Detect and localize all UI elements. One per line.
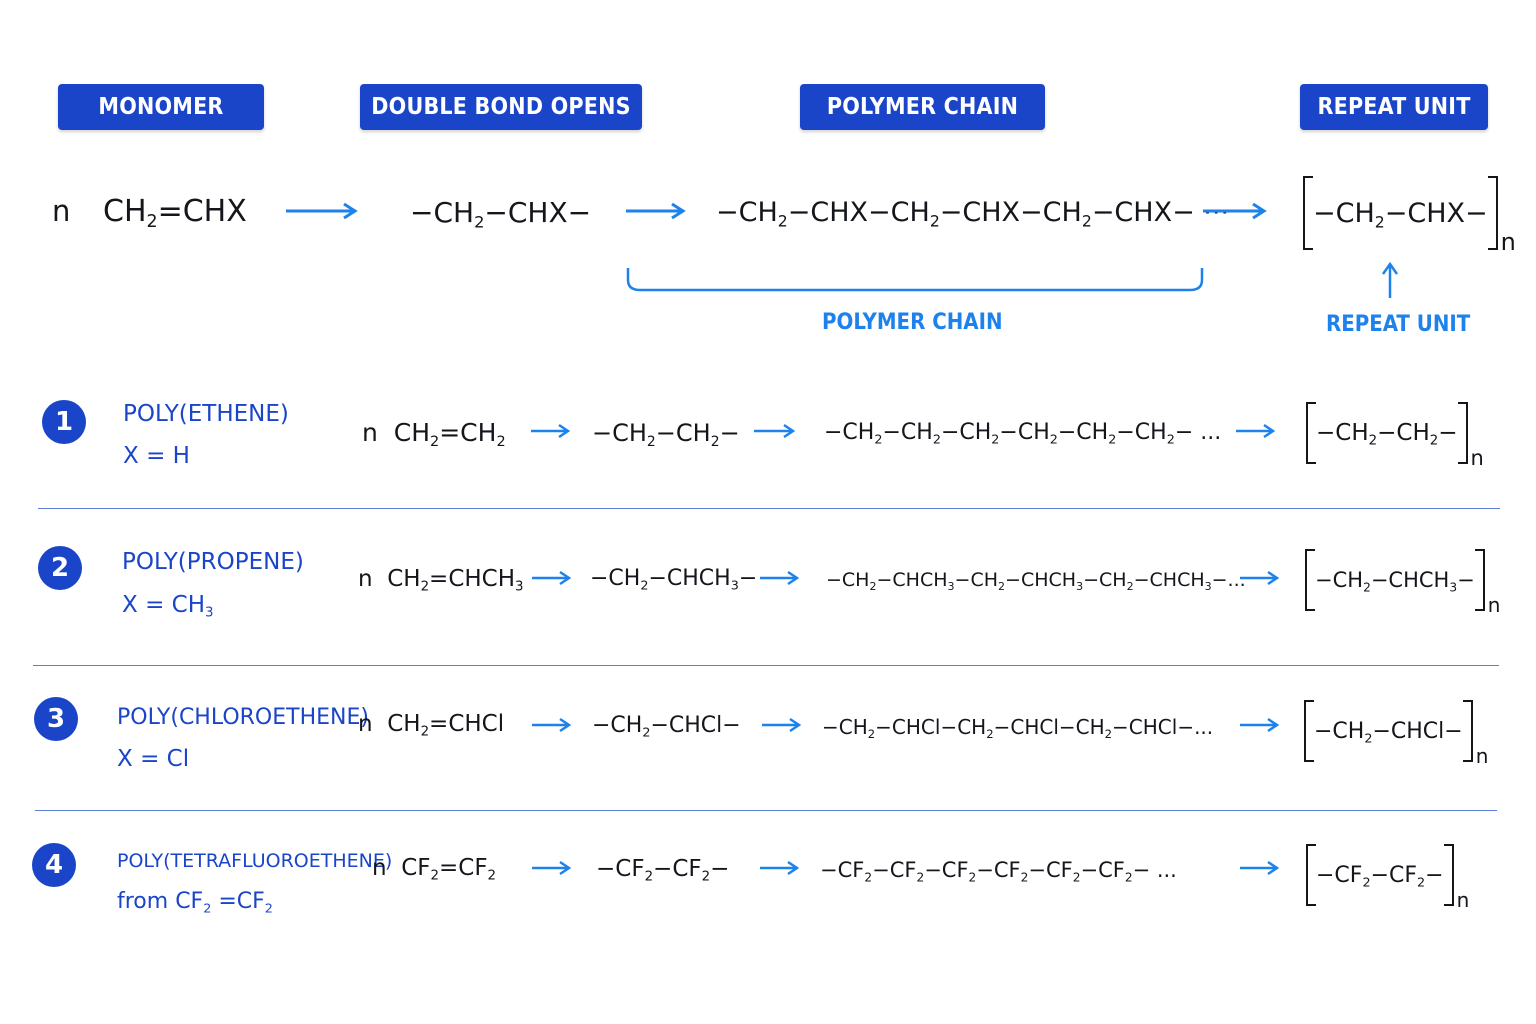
general-n-coefficient: n xyxy=(52,194,71,228)
general-polymer-chain-formula: −CH2−CHX−CH2−CHX−CH2−CHX− ··· xyxy=(716,197,1230,231)
ex1-monomer-formula: n CH2=CH2 xyxy=(362,418,506,451)
ex2-opened-unit-formula: −CH2−CHCH3− xyxy=(590,566,758,594)
right-bracket-icon xyxy=(1487,176,1498,250)
example-polymer-name: POLY(CHLOROETHENE) xyxy=(117,705,369,730)
example-number-badge: 3 xyxy=(34,697,78,741)
right-arrow-icon xyxy=(1240,860,1280,876)
general-repeat-unit-formula: −CH2−CHX− n xyxy=(1303,176,1516,256)
row-divider xyxy=(33,665,1499,666)
right-arrow-icon xyxy=(532,717,572,733)
right-bracket-icon xyxy=(1462,700,1473,762)
right-arrow-icon xyxy=(1203,202,1267,220)
right-arrow-icon xyxy=(760,570,800,586)
right-arrow-icon xyxy=(762,717,802,733)
right-bracket-icon xyxy=(1457,402,1468,464)
ex1-opened-unit-formula: −CH2−CH2− xyxy=(592,419,740,450)
left-bracket-icon xyxy=(1306,844,1316,906)
left-bracket-icon xyxy=(1304,700,1314,762)
general-opened-unit-formula: −CH2−CHX− xyxy=(410,196,592,232)
repeat-count-n: n xyxy=(1475,744,1489,768)
example-number-badge: 4 xyxy=(32,843,76,887)
brace-icon xyxy=(626,266,1206,300)
right-arrow-icon xyxy=(531,423,571,439)
header-repeat-unit: REPEAT UNIT xyxy=(1300,84,1488,130)
ex3-monomer-formula: n CH2=CHCl xyxy=(358,711,505,740)
right-arrow-icon xyxy=(532,570,572,586)
example-polymer-name: POLY(TETRAFLUOROETHENE) xyxy=(117,850,393,872)
right-arrow-icon xyxy=(1236,423,1276,439)
repeat-count-n: n xyxy=(1487,593,1501,617)
repeat-unit-label: REPEAT UNIT xyxy=(1326,312,1471,337)
right-arrow-icon xyxy=(286,202,358,220)
ex2-monomer-formula: n CH2=CHCH3 xyxy=(358,566,524,595)
left-bracket-icon xyxy=(1306,402,1316,464)
right-arrow-icon xyxy=(760,860,800,876)
left-bracket-icon xyxy=(1305,549,1315,611)
example-polymer-name: POLY(ETHENE) xyxy=(123,401,289,427)
example-substituent: X = Cl xyxy=(117,746,190,772)
header-monomer: MONOMER xyxy=(58,84,264,130)
repeat-count-n: n xyxy=(1456,888,1470,912)
ex4-opened-unit-formula: −CF2−CF2− xyxy=(596,856,730,885)
ex3-repeat-unit-formula: −CH2−CHCl− n xyxy=(1304,700,1488,768)
polymer-chain-label: POLYMER CHAIN xyxy=(822,310,1003,335)
ex2-repeat-unit-formula: −CH2−CHCH3− n xyxy=(1305,549,1500,617)
right-bracket-icon xyxy=(1443,844,1454,906)
right-arrow-icon xyxy=(1240,717,1280,733)
general-monomer-formula: CH2=CHX xyxy=(103,194,247,233)
example-substituent: X = CH3 xyxy=(122,592,214,621)
example-substituent: from CF2 =CF2 xyxy=(117,889,273,917)
ex1-repeat-unit-formula: −CH2−CH2− n xyxy=(1306,402,1484,470)
ex3-opened-unit-formula: −CH2−CHCl− xyxy=(592,713,741,741)
example-number-badge: 1 xyxy=(42,400,86,444)
example-substituent: X = H xyxy=(123,443,190,469)
right-arrow-icon xyxy=(532,860,572,876)
ex4-repeat-unit-formula: −CF2−CF2− n xyxy=(1306,844,1469,912)
right-bracket-icon xyxy=(1474,549,1485,611)
right-arrow-icon xyxy=(626,202,686,220)
row-divider xyxy=(35,810,1497,811)
ex4-polymer-chain-formula: −CF2−CF2−CF2−CF2−CF2−CF2− ... xyxy=(820,858,1177,885)
ex3-polymer-chain-formula: −CH2−CHCl−CH2−CHCl−CH2−CHCl−... xyxy=(822,715,1214,742)
repeat-count-n: n xyxy=(1470,446,1484,470)
right-arrow-icon xyxy=(1240,570,1280,586)
example-polymer-name: POLY(PROPENE) xyxy=(122,549,304,575)
left-bracket-icon xyxy=(1303,176,1313,250)
repeat-count-n: n xyxy=(1500,228,1516,256)
example-number-badge: 2 xyxy=(38,546,82,590)
right-arrow-icon xyxy=(754,423,796,439)
up-arrow-icon xyxy=(1380,261,1400,304)
header-double-bond-opens: DOUBLE BOND OPENS xyxy=(360,84,642,130)
ex1-polymer-chain-formula: −CH2−CH2−CH2−CH2−CH2−CH2− ... xyxy=(824,420,1222,448)
row-divider xyxy=(38,508,1500,509)
header-polymer-chain: POLYMER CHAIN xyxy=(800,84,1045,130)
ex2-polymer-chain-formula: −CH2−CHCH3−CH2−CHCH3−CH2−CHCH3−... xyxy=(826,569,1246,593)
ex4-monomer-formula: n CF2=CF2 xyxy=(372,855,497,884)
